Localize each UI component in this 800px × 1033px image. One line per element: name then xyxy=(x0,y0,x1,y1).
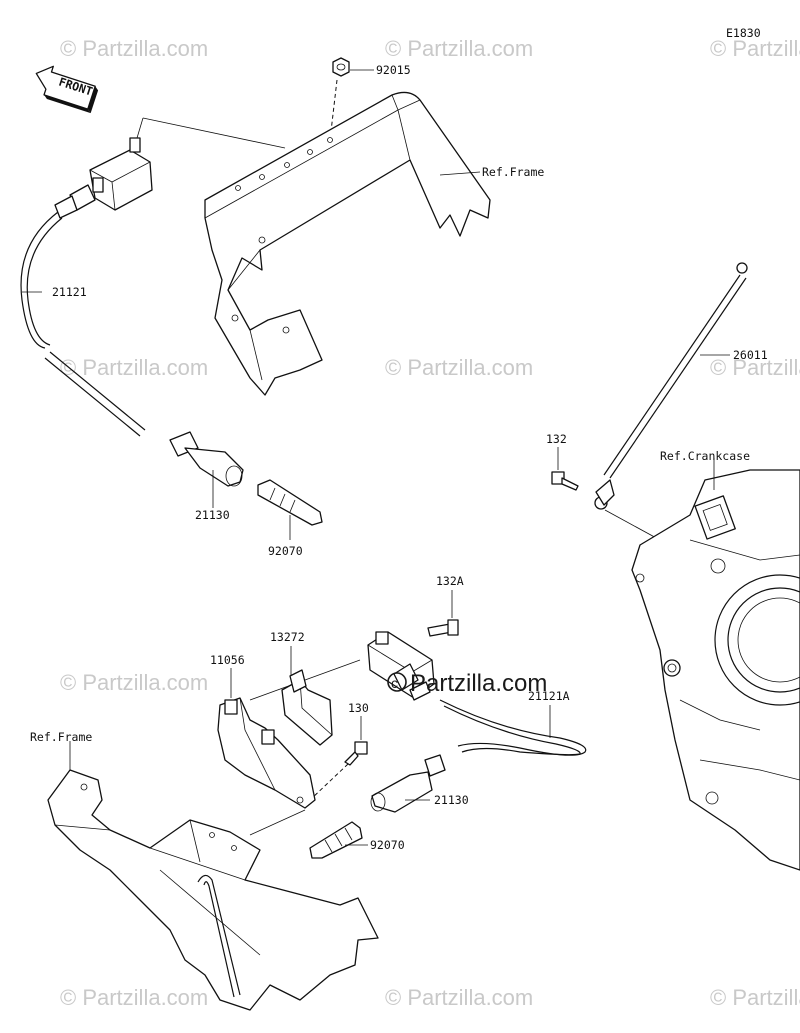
spark-plug-92070-bottom xyxy=(309,821,368,859)
bolt-132A xyxy=(427,590,459,637)
watermark: © Partzilla.com xyxy=(710,985,800,1010)
ground-cable-26011 xyxy=(594,262,748,541)
partzilla-brand: c Partzilla.com xyxy=(387,670,547,697)
frame-bracket-bottom xyxy=(47,741,379,1011)
watermark: © Partzilla.com xyxy=(60,355,208,380)
ignition-coil-top xyxy=(54,117,286,219)
spark-plug-92070-top xyxy=(257,479,323,540)
watermark: © Partzilla.com xyxy=(710,355,800,380)
label-21130-bottom: 21130 xyxy=(434,793,469,807)
label-21121: 21121 xyxy=(52,285,87,299)
bolt-130 xyxy=(309,716,368,801)
bracket-13272 xyxy=(281,646,333,746)
svg-text:c: c xyxy=(391,675,398,691)
label-21121A: 21121A xyxy=(528,689,570,703)
label-92015: 92015 xyxy=(376,63,411,77)
watermark: © Partzilla.com xyxy=(385,36,533,61)
ref-frame-top: Ref.Frame xyxy=(482,165,544,179)
plug-cap-21130-bottom xyxy=(370,754,446,813)
label-21130-top: 21130 xyxy=(195,508,230,522)
frame-bracket-top xyxy=(204,91,491,396)
high-tension-lead-21121 xyxy=(20,211,146,437)
bracket-11056 xyxy=(217,668,316,836)
watermark: © Partzilla.com xyxy=(60,985,208,1010)
plug-cap-21130-top xyxy=(169,431,244,508)
watermark: © Partzilla.com xyxy=(60,670,208,695)
label-26011: 26011 xyxy=(733,348,768,362)
label-92070-bottom: 92070 xyxy=(370,838,405,852)
front-arrow-icon xyxy=(35,65,99,114)
brand-text: Partzilla.com xyxy=(410,670,547,697)
bolt-132 xyxy=(551,447,579,491)
label-132A: 132A xyxy=(436,574,464,588)
ref-crankcase: Ref.Crankcase xyxy=(660,449,750,463)
watermark: © Partzilla.com xyxy=(60,36,208,61)
label-13272: 13272 xyxy=(270,630,305,644)
diagram-code: E1830 xyxy=(726,26,761,40)
label-132: 132 xyxy=(546,432,567,446)
label-130: 130 xyxy=(348,701,369,715)
high-tension-lead-21121A xyxy=(439,699,587,756)
watermark: © Partzilla.com xyxy=(385,985,533,1010)
watermark: © Partzilla.com xyxy=(385,355,533,380)
ref-frame-bottom: Ref.Frame xyxy=(30,730,92,744)
watermark: © Partzilla.com xyxy=(710,36,800,61)
label-92070-top: 92070 xyxy=(268,544,303,558)
crankcase xyxy=(631,458,800,871)
label-11056: 11056 xyxy=(210,653,245,667)
